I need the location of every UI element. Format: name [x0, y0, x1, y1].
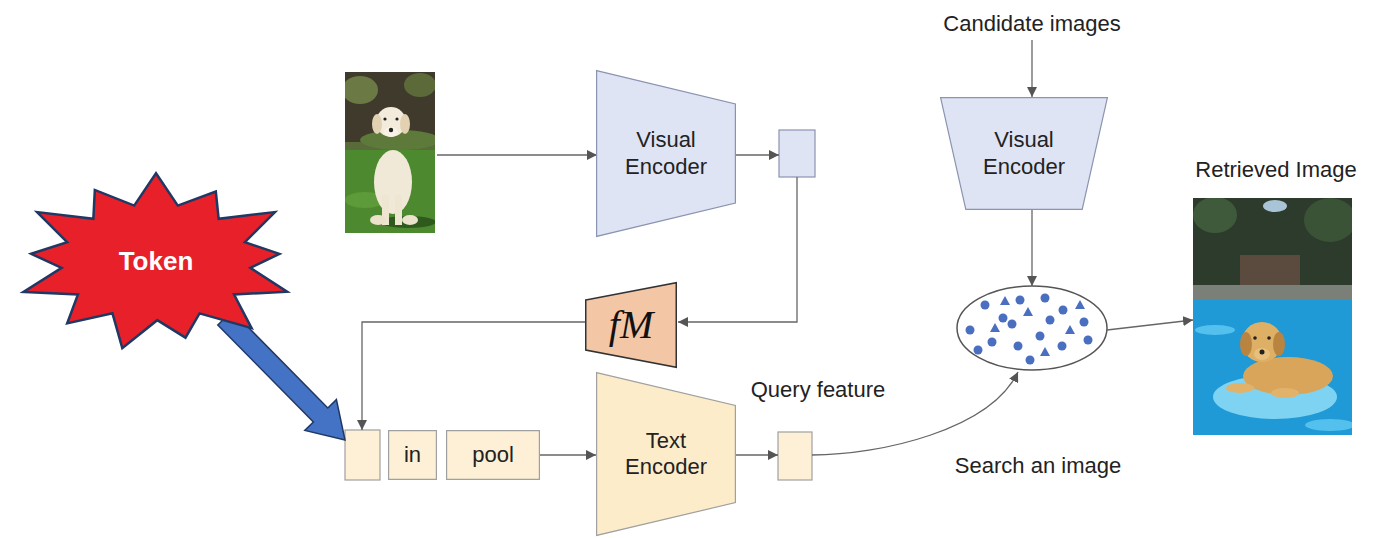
feature-squares	[345, 130, 815, 480]
network-symbol: fM	[609, 301, 653, 349]
encoder-block: Visual Encoder	[596, 70, 736, 237]
dog-photo-part	[402, 215, 418, 225]
retrieved-photo-part	[1195, 325, 1235, 335]
dog-photo-part	[400, 114, 410, 134]
flow-lines-part	[1107, 320, 1193, 330]
feature-squares-part	[345, 430, 380, 480]
encoder-label: Visual Encoder	[611, 127, 721, 180]
flow-lines-part	[362, 322, 585, 430]
embedding-space-part-part	[1026, 356, 1035, 365]
encoder-label: Text Encoder	[611, 428, 721, 481]
embedding-space-part	[957, 286, 1107, 370]
flow-arrow	[540, 454, 596, 455]
dog-photo-part	[372, 114, 382, 134]
caption-label: Search an image	[952, 453, 1124, 479]
retrieved-photo-part	[1305, 419, 1352, 431]
flow-lines-part	[437, 154, 597, 155]
embedding-space-part-part	[1040, 347, 1050, 356]
token-word: in	[404, 442, 421, 468]
embedding-space-part-part	[1084, 336, 1093, 345]
flow-lines-part	[1031, 40, 1032, 97]
word-token: pool	[446, 430, 540, 480]
retrieved-photo-part	[1271, 388, 1299, 398]
embedding-space-part-part	[1000, 296, 1010, 305]
embedding-space-part-part	[1065, 325, 1075, 334]
embedding-space-part-part	[981, 301, 990, 310]
retrieved-photo-part	[1240, 255, 1300, 290]
retrieved-photo-part	[1267, 336, 1271, 340]
embedding-space	[957, 286, 1107, 370]
flow-lines-part	[1031, 210, 1032, 286]
encoder-block-outline	[597, 373, 736, 536]
retrieved-photo-part	[1240, 332, 1252, 356]
embedding-space-part-part	[974, 346, 983, 355]
retrieved-photo-part	[1193, 300, 1352, 435]
dog-photo-part	[345, 150, 435, 233]
retrieved-photo-part	[1273, 332, 1285, 356]
retrieved-photo	[1193, 198, 1352, 435]
encoder-block: Visual Encoder	[940, 97, 1108, 210]
mapping-network: fM	[585, 282, 677, 368]
dog-photo-part	[370, 215, 386, 225]
embedding-space-part-part	[1080, 318, 1089, 327]
encoder-block-outline	[597, 71, 736, 237]
dog-photo-part	[389, 128, 393, 132]
embedding-space-part-part	[1041, 294, 1050, 303]
encoder-block: Text Encoder	[596, 372, 736, 536]
word-token-outline	[447, 431, 540, 480]
retrieved-photo-part	[1260, 350, 1265, 355]
dog-photo-part	[395, 117, 398, 120]
token-starburst-outline	[23, 173, 287, 348]
embedding-space-part-part	[1016, 296, 1025, 305]
embedding-space-part-part	[1008, 320, 1017, 329]
caption-label: Retrieved Image	[1192, 157, 1359, 183]
embedding-space-part-part	[1059, 306, 1068, 315]
word-token: in	[388, 430, 437, 480]
retrieved-photo-part	[1304, 198, 1352, 242]
token-pointer-arrow-part	[218, 311, 345, 440]
embedding-space-part-part	[1036, 332, 1045, 341]
mapping-network-outline	[586, 283, 677, 368]
embedding-space-part-part	[990, 323, 1000, 332]
embedding-space-part-part	[1023, 307, 1033, 316]
caption-label: Candidate images	[940, 11, 1123, 37]
encoder-label: Visual Encoder	[969, 127, 1079, 180]
feature-squares-part	[778, 432, 812, 480]
encoder-block-outline	[941, 98, 1108, 210]
token-word: pool	[472, 442, 514, 468]
embedding-space-part-part	[999, 314, 1008, 323]
retrieved-photo-part	[1193, 198, 1237, 233]
embedding-space-part	[966, 294, 1093, 365]
dog-photo-part	[384, 127, 398, 137]
flow-lines-part	[736, 154, 779, 155]
flow-lines	[362, 40, 1193, 455]
retrieved-photo-part	[1263, 200, 1287, 212]
flow-lines-part	[736, 454, 778, 455]
embedding-space-part-part	[1075, 300, 1085, 309]
embedding-space-part-part	[1046, 316, 1055, 325]
callout-text: Token	[119, 246, 194, 277]
dog-photo-part	[345, 76, 378, 104]
dog-photo-part	[374, 150, 412, 214]
retrieved-photo-part	[1253, 336, 1257, 340]
dog-photo-part	[404, 73, 435, 97]
embedding-space-part-part	[988, 338, 997, 347]
embedding-space-part-part	[1014, 342, 1023, 351]
token-starburst: Token	[10, 172, 302, 352]
dog-photo-part	[383, 117, 386, 120]
feature-squares-part	[779, 130, 815, 177]
embedding-space-part-part	[1058, 342, 1067, 351]
dog-photo	[345, 72, 435, 233]
embedding-space-part-part	[966, 326, 975, 335]
token-pointer-arrow	[218, 311, 345, 440]
retrieved-photo-part	[1226, 383, 1254, 393]
word-token-outline	[389, 431, 437, 480]
dog-photo-part	[395, 195, 402, 225]
retrieved-photo-part	[1254, 348, 1270, 360]
caption-label: Query feature	[748, 377, 889, 403]
